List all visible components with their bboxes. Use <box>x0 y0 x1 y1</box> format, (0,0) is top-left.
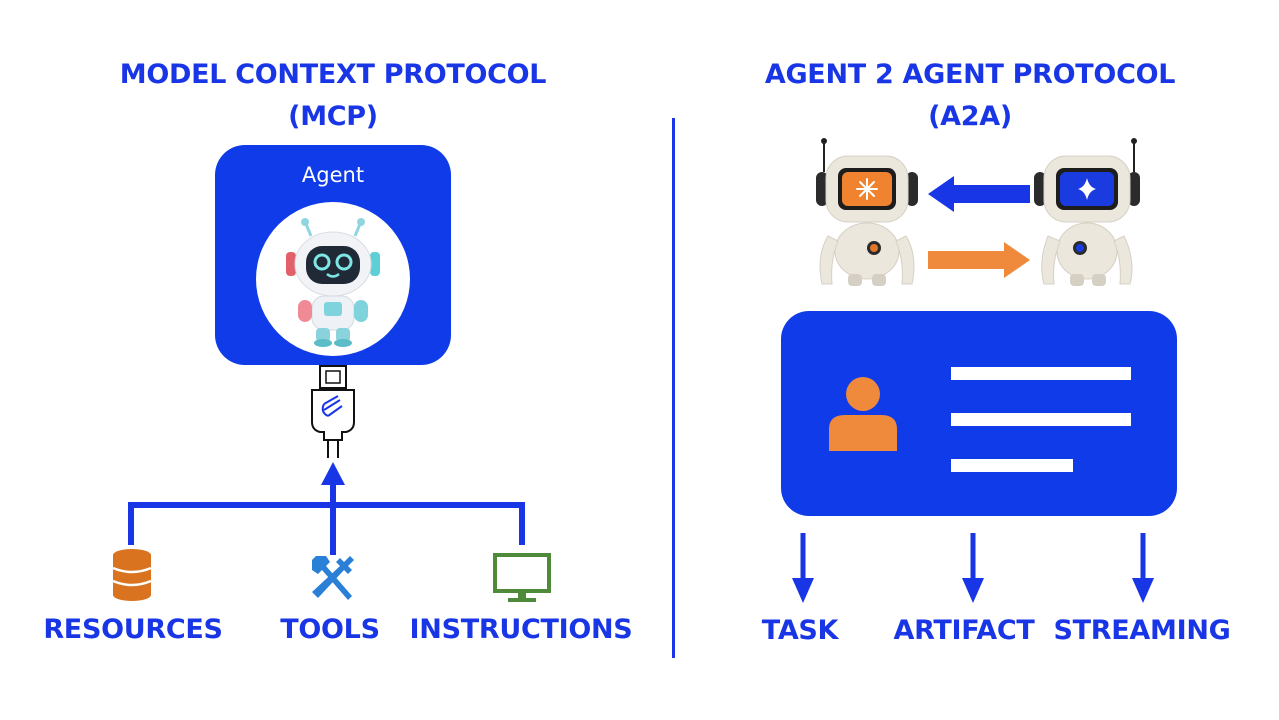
card-line-2 <box>951 413 1131 426</box>
a2a-title-line2: (A2A) <box>928 101 1012 132</box>
arrow-down-artifact <box>962 533 984 603</box>
a2a-title-line1: AGENT 2 AGENT PROTOCOL <box>764 59 1176 90</box>
robot-orange-icon <box>816 138 918 286</box>
instructions-label: INSTRUCTIONS <box>409 614 633 645</box>
user-icon <box>829 377 897 451</box>
robot-blue-icon <box>1034 138 1140 286</box>
tools-label: TOOLS <box>280 614 380 645</box>
resources-label: RESOURCES <box>43 614 223 645</box>
arrow-down-task <box>792 533 814 603</box>
agent-avatar <box>256 202 410 356</box>
section-divider <box>672 118 675 658</box>
arrow-left-blue-icon <box>928 176 1030 212</box>
arrow-down-streaming <box>1132 533 1154 603</box>
tools-icon <box>312 556 354 600</box>
card-line-3 <box>951 459 1073 472</box>
agent-card <box>781 311 1177 516</box>
monitor-icon <box>493 553 551 602</box>
usb-connector-icon <box>311 365 355 458</box>
streaming-label: STREAMING <box>1053 615 1231 646</box>
task-label: TASK <box>761 615 839 646</box>
agent-box: Agent <box>215 145 451 365</box>
mcp-title-line1: MODEL CONTEXT PROTOCOL <box>119 59 547 90</box>
robot-icon <box>286 218 380 347</box>
arrow-right-orange-icon <box>928 242 1030 278</box>
agent-label: Agent <box>301 163 365 187</box>
artifact-label: ARTIFACT <box>893 615 1035 646</box>
card-line-1 <box>951 367 1131 380</box>
database-icon <box>112 549 152 601</box>
mcp-title-line2: (MCP) <box>288 101 378 132</box>
